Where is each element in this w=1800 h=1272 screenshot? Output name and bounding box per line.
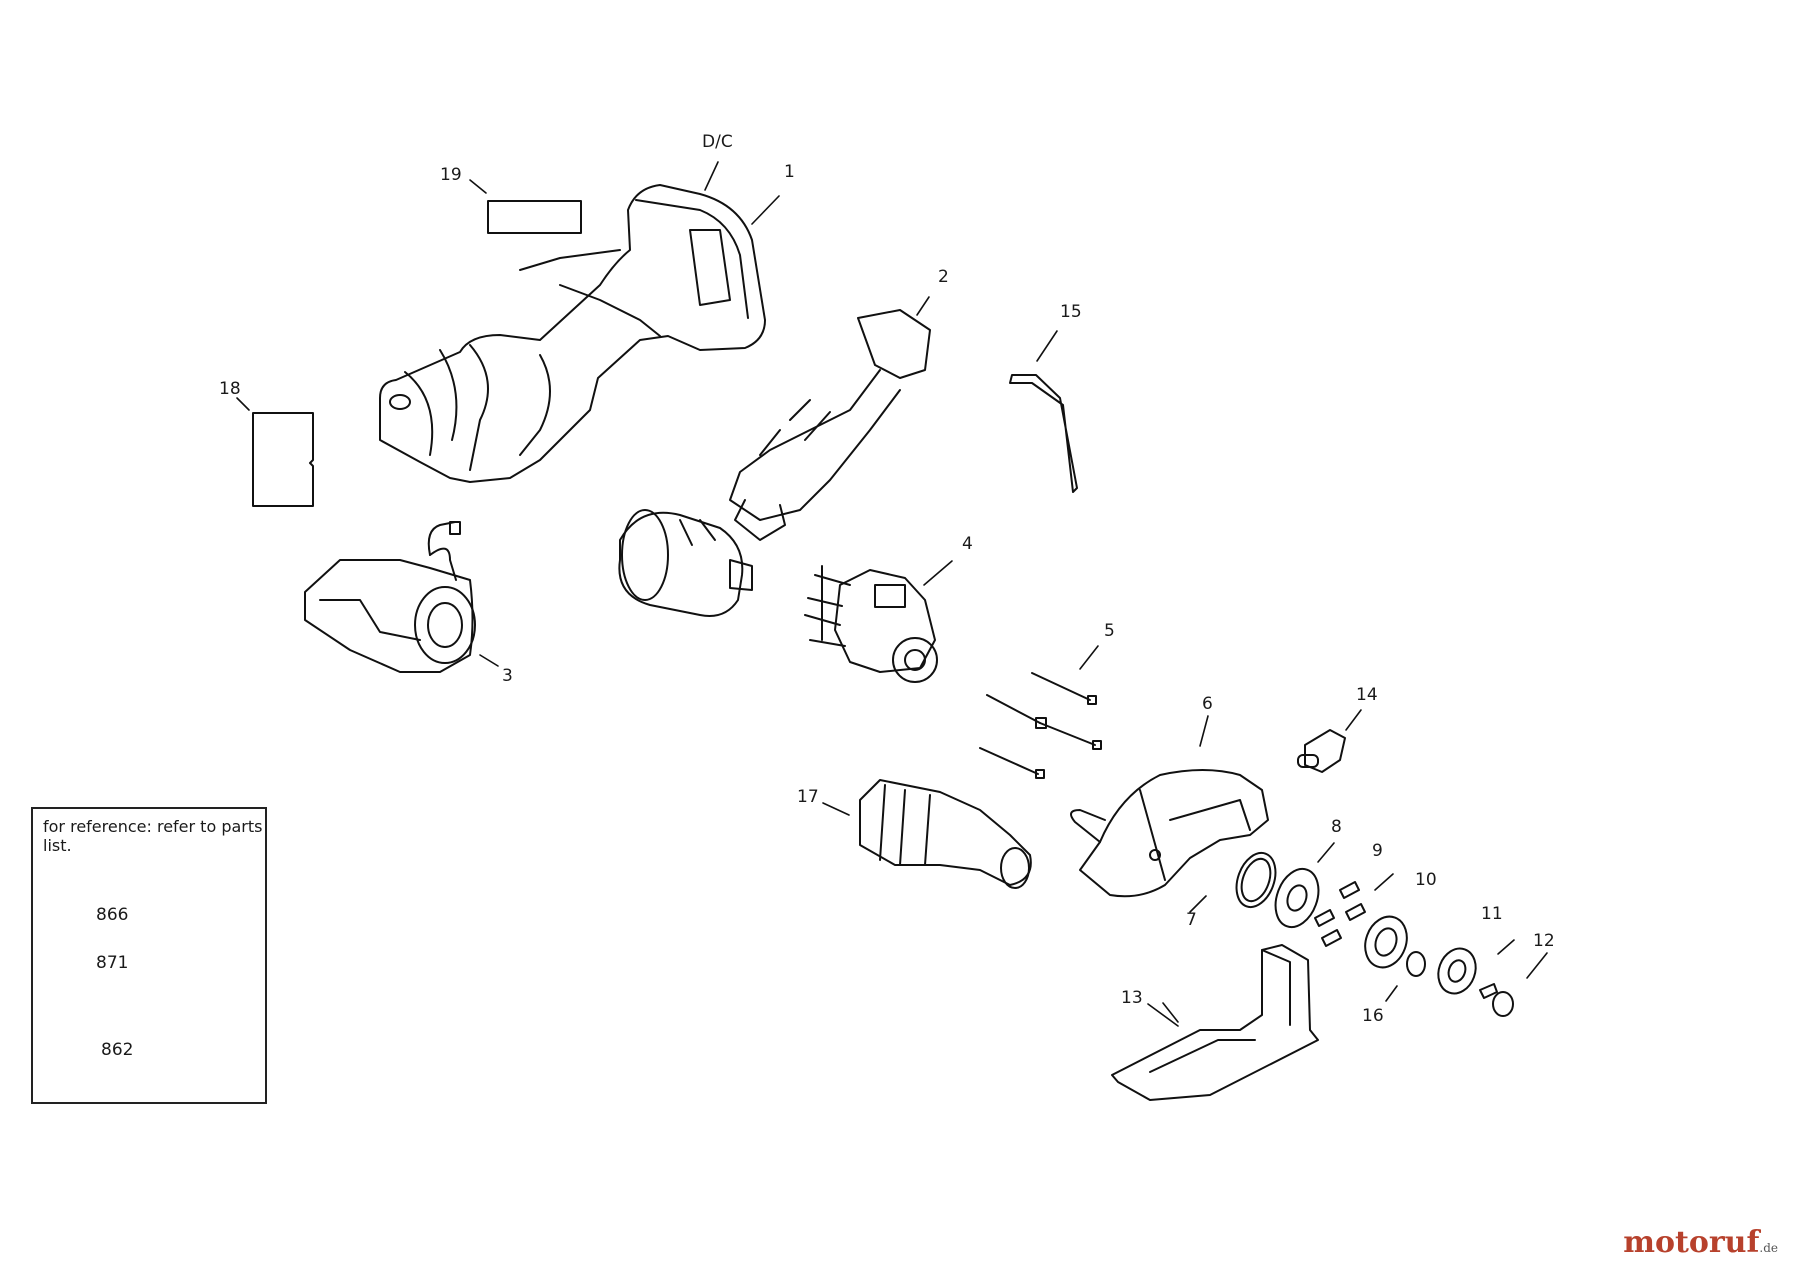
reference-item-866: 866 bbox=[96, 905, 129, 925]
label-17: 17 bbox=[797, 787, 819, 807]
label-13: 13 bbox=[1121, 988, 1143, 1008]
label-19: 19 bbox=[440, 165, 462, 185]
switch-motor-2 bbox=[618, 309, 931, 617]
flange-11 bbox=[1437, 947, 1477, 995]
label-16: 16 bbox=[1362, 1006, 1384, 1026]
label-dc: D/C bbox=[702, 132, 733, 152]
o-ring-7 bbox=[1235, 851, 1277, 909]
label-19-rect bbox=[487, 200, 582, 234]
plate-8 bbox=[1274, 867, 1320, 929]
screws-5 bbox=[979, 672, 1102, 779]
hex-key-15 bbox=[1009, 374, 1078, 493]
gear-case-4 bbox=[804, 565, 938, 683]
bearing-10 bbox=[1364, 915, 1408, 969]
base-shoe-13 bbox=[1111, 944, 1319, 1101]
label-12: 12 bbox=[1533, 931, 1555, 951]
knob-14 bbox=[1297, 729, 1346, 773]
watermark-suffix: .de bbox=[1759, 1241, 1778, 1255]
label-18-sheet bbox=[252, 412, 314, 507]
label-9: 9 bbox=[1372, 841, 1383, 861]
label-11: 11 bbox=[1481, 904, 1503, 924]
label-1: 1 bbox=[784, 162, 795, 182]
watermark-logo: motoruf.de bbox=[1623, 1225, 1778, 1260]
battery-base-3 bbox=[304, 521, 476, 673]
label-18: 18 bbox=[219, 379, 241, 399]
label-4: 4 bbox=[962, 534, 973, 554]
bolt-12 bbox=[1479, 983, 1514, 1017]
label-7: 7 bbox=[1186, 910, 1197, 930]
label-8: 8 bbox=[1331, 817, 1342, 837]
reference-item-871: 871 bbox=[96, 953, 129, 973]
label-10: 10 bbox=[1415, 870, 1437, 890]
reference-title: for reference: refer to parts list. bbox=[43, 817, 263, 855]
reference-box: for reference: refer to parts list. 866 … bbox=[31, 807, 267, 1104]
leader-lines bbox=[236, 161, 1548, 1027]
label-3: 3 bbox=[502, 666, 513, 686]
label-6: 6 bbox=[1202, 694, 1213, 714]
blade-guard-6 bbox=[1070, 769, 1269, 898]
watermark-text: motoruf bbox=[1623, 1225, 1760, 1260]
screws-9 bbox=[1314, 881, 1366, 947]
dust-port-17 bbox=[859, 779, 1032, 889]
reference-item-862: 862 bbox=[101, 1040, 134, 1060]
label-2: 2 bbox=[938, 267, 949, 287]
label-14: 14 bbox=[1356, 685, 1378, 705]
label-15: 15 bbox=[1060, 302, 1082, 322]
washer-16 bbox=[1406, 951, 1426, 977]
housing-1 bbox=[379, 184, 766, 483]
label-5: 5 bbox=[1104, 621, 1115, 641]
